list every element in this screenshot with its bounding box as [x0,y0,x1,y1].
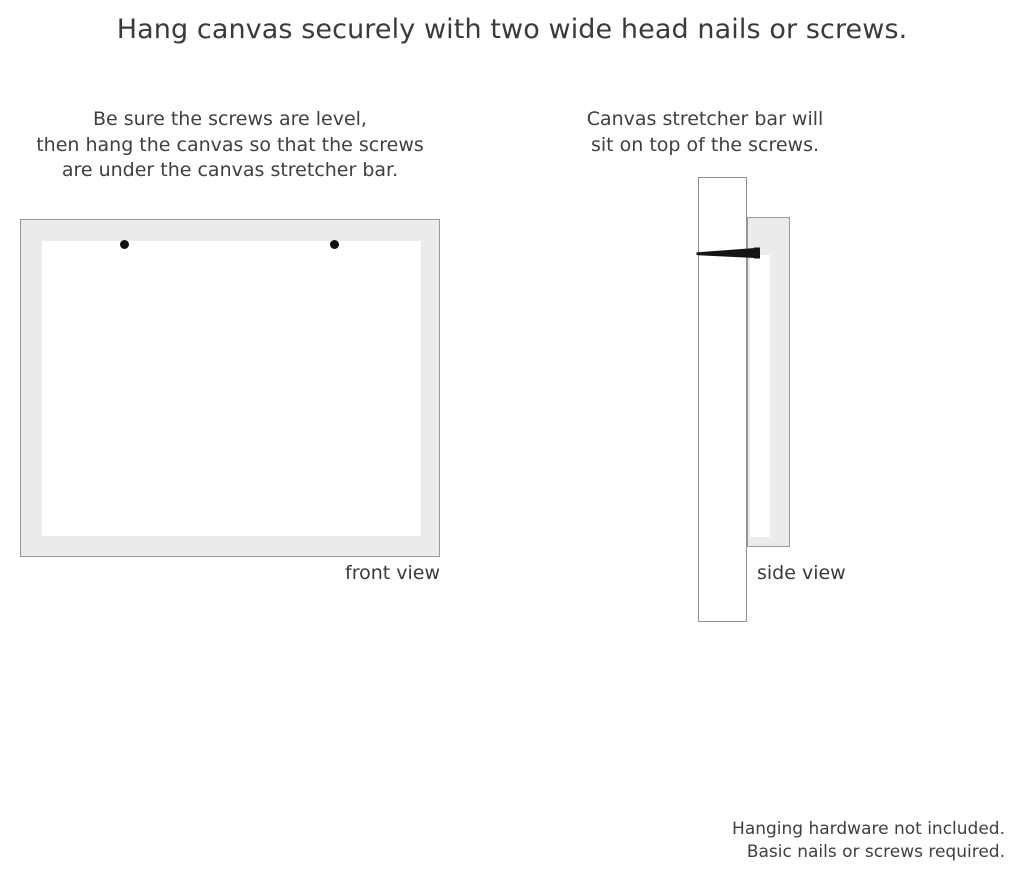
side-view-caption: Canvas stretcher bar will sit on top of … [560,107,850,158]
front-view-canvas-face [42,241,421,536]
front-view-screw-right-icon [330,240,339,249]
front-view-screw-left-icon [120,240,129,249]
front-view-caption: Be sure the screws are level, then hang … [20,107,440,184]
footer-note: Hanging hardware not included. Basic nai… [732,818,1005,864]
page-title: Hang canvas securely with two wide head … [116,14,908,45]
side-view-caption-line-1: Canvas stretcher bar will [586,108,824,130]
footer-note-line-1: Hanging hardware not included. [732,819,1005,839]
front-view-label: front view [345,562,440,584]
side-view-label: side view [757,562,846,584]
side-view-caption-line-2: sit on top of the screws. [590,133,820,156]
front-view-canvas-frame [20,219,440,557]
front-view-caption-line-3: are under the canvas stretcher bar. [61,159,399,181]
front-view-caption-line-2: then hang the canvas so that the screws [36,133,424,156]
footer-note-line-2: Basic nails or screws required. [746,842,1005,862]
front-view-caption-line-1: Be sure the screws are level, [93,108,367,130]
side-view-canvas-inner-face [750,255,770,537]
side-view-screw-icon [696,247,760,259]
